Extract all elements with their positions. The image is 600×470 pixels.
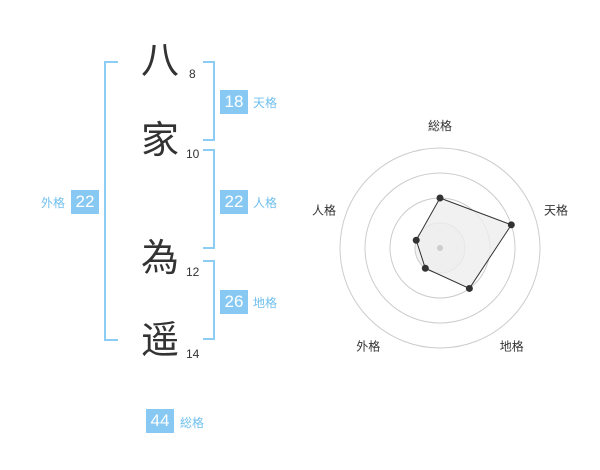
tenkaku-label: 天格 [253,96,278,110]
tenkaku-bracket [203,61,215,141]
radar-point-3 [465,284,473,292]
radar-point-4 [421,264,429,272]
name-char-2: 家 [140,118,179,162]
radar-series-polygon [415,197,513,290]
radar-axis-label-2: 天格 [544,202,568,217]
radar-axis-label-3: 地格 [500,339,524,354]
name-char-4: 遥 [140,318,179,362]
name-char-1: 八 [140,38,179,82]
jinkaku-label: 人格 [253,196,278,210]
jinkaku-bracket [203,149,215,249]
soukaku-value: 44 [146,409,174,433]
radar-axis-label-5: 人格 [312,202,336,217]
soukaku-label: 総格 [180,416,205,430]
stroke-count-4: 14 [186,347,200,361]
radar-ring-4 [339,147,541,349]
gaikaku-label: 外格 [41,196,66,210]
radar-point-2 [507,221,515,229]
stroke-count-1: 8 [189,67,196,81]
chikaku-label: 地格 [253,296,278,310]
jinkaku-value: 22 [220,190,248,214]
stroke-count-3: 12 [186,265,200,279]
radar-axis-label-4: 外格 [356,339,380,354]
radar-point-1 [436,194,444,202]
chikaku-value: 26 [220,290,248,314]
radar-point-5 [412,236,420,244]
radar-ring-3 [364,172,516,324]
chikaku-bracket [203,260,215,340]
tenkaku-value: 18 [220,90,248,114]
stroke-count-2: 10 [186,147,200,161]
radar-center-dot [437,245,443,251]
name-char-3: 為 [140,236,179,280]
radar-axis-label-1: 総格 [428,118,452,133]
gaikaku-value: 22 [71,190,99,214]
gaikaku-bracket [104,61,118,341]
